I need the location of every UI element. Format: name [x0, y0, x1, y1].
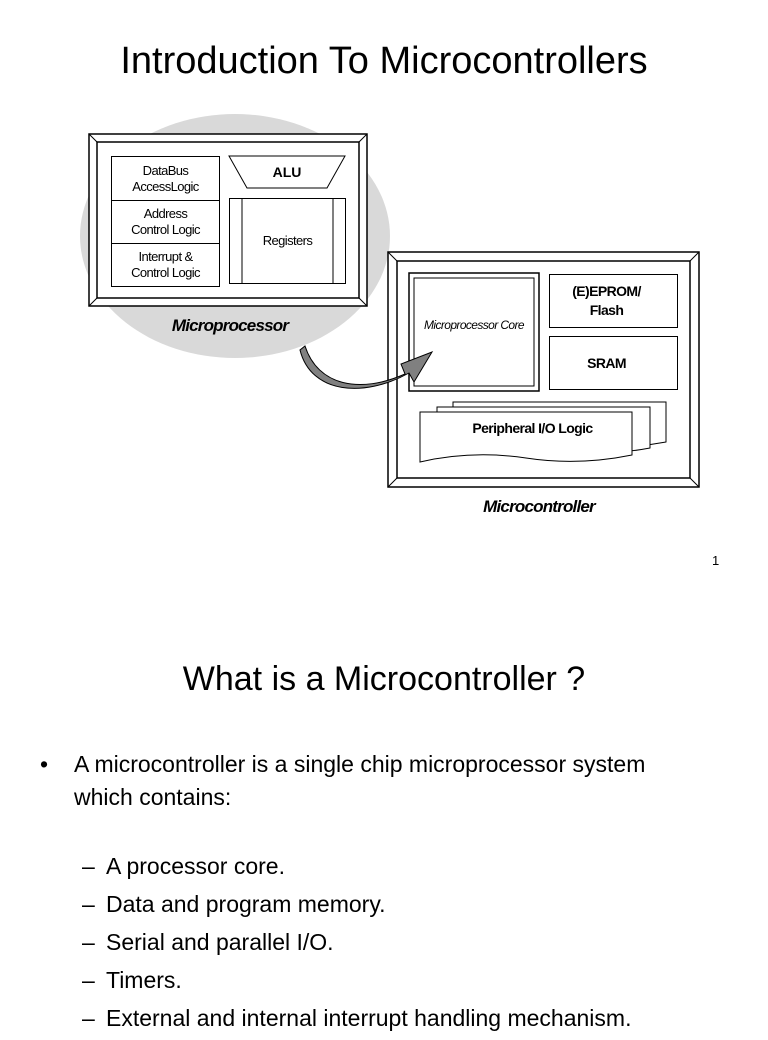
page-number: 1	[712, 553, 720, 568]
address-control-logic-box: Address Control Logic	[111, 200, 220, 244]
registers-label: Registers	[262, 233, 313, 248]
sram-label: SRAM	[587, 355, 626, 371]
list-item: – Data and program memory.	[82, 888, 740, 921]
list-item: – Serial and parallel I/O.	[82, 926, 740, 959]
registers-box: Registers	[229, 198, 346, 284]
list-item: – A processor core.	[82, 850, 740, 883]
alu-label: ALU	[272, 164, 302, 180]
microprocessor-caption: Microprocessor	[171, 316, 289, 335]
dash-icon: –	[82, 929, 95, 955]
microprocessor-core-label: Microprocessor Core	[424, 318, 525, 332]
dash-icon: –	[82, 891, 95, 917]
list-item-text: Data and program memory.	[106, 891, 386, 917]
eeprom-flash-box: (E)EPROM/ Flash	[549, 274, 678, 328]
peripheral-io-logic-label: Peripheral I/O Logic	[472, 420, 593, 436]
list-item: – External and internal interrupt handli…	[82, 1002, 740, 1035]
sram-box: SRAM	[549, 336, 678, 390]
peripheral-page-front	[419, 411, 633, 463]
list-item-text: Timers.	[106, 967, 182, 993]
databus-access-logic-label: DataBus AccessLogic	[132, 162, 199, 194]
alu-shape	[228, 155, 346, 189]
list-item-text: A processor core.	[106, 853, 285, 879]
microcontroller-diagram: DataBus AccessLogic Address Control Logi…	[80, 114, 700, 516]
slide-title: Introduction To Microcontrollers	[120, 40, 648, 82]
bullet-text: A microcontroller is a single chip micro…	[74, 751, 646, 810]
list-item-text: Serial and parallel I/O.	[106, 929, 334, 955]
arrow-icon	[299, 345, 434, 389]
microcontroller-caption: Microcontroller	[483, 497, 596, 516]
bullet-item: • A microcontroller is a single chip mic…	[40, 748, 740, 814]
interrupt-control-logic-box: Interrupt & Control Logic	[111, 243, 220, 287]
dash-icon: –	[82, 853, 95, 879]
bullet-list: • A microcontroller is a single chip mic…	[40, 748, 740, 1040]
eeprom-flash-label: (E)EPROM/ Flash	[572, 283, 641, 318]
list-item: – Timers.	[82, 964, 740, 997]
sub-list: – A processor core. – Data and program m…	[40, 850, 740, 1035]
core-frame-inner	[413, 277, 535, 387]
dash-icon: –	[82, 1005, 95, 1031]
slide-title-2: What is a Microcontroller ?	[182, 660, 586, 698]
interrupt-control-logic-label: Interrupt & Control Logic	[131, 249, 200, 280]
list-item-text: External and internal interrupt handling…	[106, 1005, 632, 1031]
address-control-logic-label: Address Control Logic	[131, 206, 200, 237]
bullet-icon: •	[40, 751, 49, 777]
databus-access-logic-box: DataBus AccessLogic	[111, 156, 220, 201]
dash-icon: –	[82, 967, 95, 993]
